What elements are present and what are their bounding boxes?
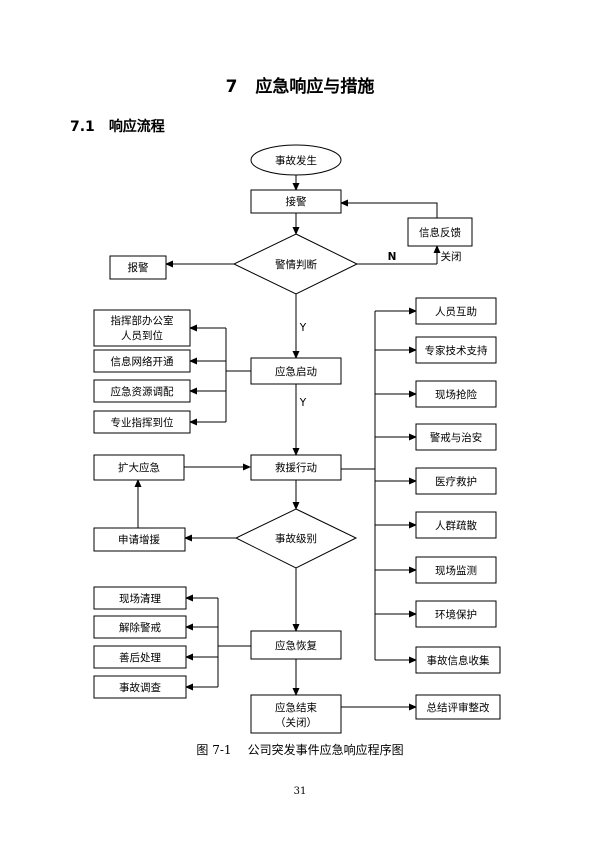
activate-task-hq: 指挥部办公室 人员到位: [93, 309, 191, 347]
label-yes-1: Y: [299, 322, 307, 334]
section-number: 7.1: [70, 119, 95, 135]
receive-label: 接警: [286, 195, 307, 208]
activate-task-network: 信息网络开通: [93, 349, 191, 373]
activate-task-hq-line1: 指挥部办公室: [111, 314, 174, 327]
request-label: 申请增援: [118, 533, 160, 546]
start-label: 事故发生: [275, 154, 317, 167]
page-number: 31: [293, 786, 307, 797]
activate-node: 应急启动: [250, 357, 342, 385]
activate-label: 应急启动: [275, 365, 317, 378]
feedback-label: 信息反馈: [419, 226, 461, 239]
figure-caption-text: 公司突发事件应急响应程序图: [247, 743, 404, 757]
end-node: 应急结束 （关闭）: [250, 694, 342, 734]
recover-task-aftermath-label: 善后处理: [119, 651, 161, 664]
rescue-label: 救援行动: [275, 461, 317, 474]
chapter-title: 7 应急响应与措施: [0, 72, 600, 97]
level-decision: 事故级别: [234, 508, 358, 569]
receive-node: 接警: [250, 189, 342, 214]
judge-decision: 警情判断: [232, 233, 359, 295]
recover-task-lift-alert: 解除警戒: [93, 615, 187, 639]
activate-task-command: 专业指挥到位: [93, 410, 191, 434]
rescue-task-security: 警戒与治安: [415, 423, 497, 451]
rescue-task-monitoring: 现场监测: [415, 556, 497, 584]
rescue-task-medical-label: 医疗救护: [435, 475, 477, 488]
activate-task-resource-label: 应急资源调配: [111, 385, 174, 398]
recover-node: 应急恢复: [250, 630, 342, 660]
arrow-feedback-to-receive: [340, 199, 438, 218]
rescue-task-expert: 专家技术支持: [415, 336, 497, 364]
rescue-task-on-site: 现场抢险: [415, 380, 497, 408]
chapter-title-text: 应急响应与措施: [255, 77, 375, 97]
activate-task-resource: 应急资源调配: [93, 379, 191, 403]
rescue-task-environment: 环境保护: [415, 600, 497, 628]
chapter-number: 7: [225, 77, 238, 97]
recover-task-cleanup: 现场清理: [93, 586, 187, 610]
label-no: N: [388, 251, 397, 263]
expand-label: 扩大应急: [118, 461, 160, 474]
section-title: 7.1 响应流程: [70, 116, 165, 136]
rescue-task-evacuation: 人群疏散: [415, 511, 497, 539]
recover-task-lift-alert-label: 解除警戒: [119, 621, 161, 634]
figure-number: 图 7-1: [196, 743, 232, 757]
rescue-task-medical: 医疗救护: [415, 467, 497, 495]
rescue-task-on-site-label: 现场抢险: [435, 388, 477, 401]
activate-task-command-label: 专业指挥到位: [111, 416, 174, 429]
end-label: 应急结束: [275, 701, 317, 714]
rescue-task-mutual-aid: 人员互助: [415, 297, 497, 325]
rescue-task-info-collection-label: 事故信息收集: [427, 654, 490, 667]
recover-task-aftermath: 善后处理: [93, 645, 187, 669]
start-node: 事故发生: [250, 144, 342, 176]
flow-connectors: [134, 175, 441, 711]
figure-caption: 图 7-1 公司突发事件应急响应程序图: [0, 741, 600, 758]
activate-task-network-label: 信息网络开通: [111, 355, 174, 368]
end-sublabel: （关闭）: [275, 716, 317, 729]
activate-task-hq-line2: 人员到位: [121, 329, 163, 342]
request-node: 申请增援: [93, 527, 186, 552]
level-label: 事故级别: [275, 532, 317, 545]
recover-task-cleanup-label: 现场清理: [119, 592, 161, 605]
recover-task-investigation: 事故调查: [93, 675, 187, 699]
judge-label: 警情判断: [275, 258, 317, 271]
rescue-task-environment-label: 环境保护: [435, 608, 477, 621]
rescue-task-monitoring-label: 现场监测: [435, 564, 477, 577]
feedback-node: 信息反馈: [407, 217, 473, 247]
rescue-task-security-label: 警戒与治安: [430, 431, 483, 444]
rescue-node: 救援行动: [250, 454, 342, 481]
rescue-task-info-collection: 事故信息收集: [415, 646, 501, 674]
summary-label: 总结评审整改: [427, 701, 490, 714]
report-node: 报警: [109, 255, 167, 280]
summary-node: 总结评审整改: [415, 694, 501, 720]
label-close: 关闭: [441, 250, 462, 263]
section-title-text: 响应流程: [108, 119, 165, 135]
rescue-task-evacuation-label: 人群疏散: [435, 519, 477, 532]
recover-task-investigation-label: 事故调查: [119, 681, 161, 694]
report-label: 报警: [128, 261, 149, 274]
rescue-task-mutual-aid-label: 人员互助: [435, 305, 477, 318]
rescue-task-expert-label: 专家技术支持: [425, 344, 488, 357]
label-yes-2: Y: [299, 397, 307, 409]
expand-node: 扩大应急: [93, 454, 185, 481]
recover-label: 应急恢复: [275, 639, 317, 652]
